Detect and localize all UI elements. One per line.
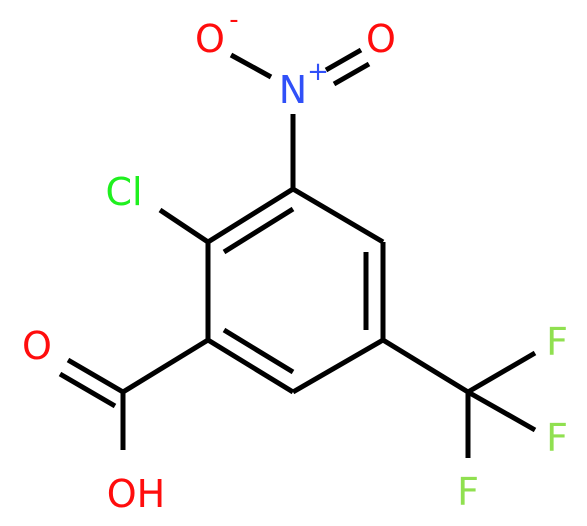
atom-nitro-oxygen: O bbox=[366, 17, 396, 61]
ring-bond-c4-c5-inner bbox=[222, 327, 295, 375]
atom-chlorine: Cl bbox=[105, 170, 142, 214]
negative-charge: - bbox=[229, 5, 238, 35]
ring-bond-c6-c1 bbox=[206, 186, 295, 245]
atom-nitrogen: N bbox=[279, 68, 307, 112]
ring-bond-c3-c4 bbox=[291, 337, 385, 395]
bond-c-f2 bbox=[466, 389, 537, 433]
bonds bbox=[58, 47, 537, 458]
bond-n-o-double-b bbox=[332, 61, 371, 87]
atom-fluorine-upper: F bbox=[546, 320, 568, 364]
bond-n-o-double-a bbox=[324, 47, 363, 73]
atom-fluorine-right: F bbox=[546, 416, 568, 460]
atom-fluorine-lower: F bbox=[457, 470, 479, 514]
ring-bond-c1-c2 bbox=[291, 186, 385, 245]
ring-bond-c6-c1-inner bbox=[222, 206, 295, 255]
bond-c3-cf3 bbox=[381, 337, 470, 395]
atom-hydroxyl: OH bbox=[107, 472, 165, 516]
atom-labels: O - O N + Cl O OH F F F bbox=[22, 5, 568, 516]
bond-c5-cooh bbox=[121, 337, 210, 395]
positive-charge: + bbox=[307, 57, 329, 87]
bond-c-o-double-a bbox=[66, 357, 125, 395]
ring-bond-c4-c5 bbox=[206, 337, 295, 395]
bond-c-o-double-b bbox=[58, 371, 117, 409]
bond-c-f1 bbox=[466, 350, 537, 395]
bond-n-o-minus bbox=[229, 52, 273, 80]
atom-oxide-oxygen: O bbox=[195, 17, 225, 61]
atom-carbonyl-oxygen: O bbox=[22, 324, 52, 368]
bond-c6-cl bbox=[158, 207, 210, 245]
